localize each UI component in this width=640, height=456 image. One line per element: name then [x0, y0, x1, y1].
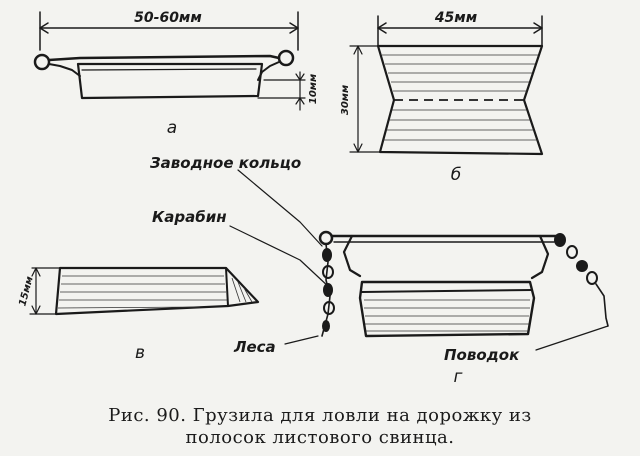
caption-line-2: полосок листового свинца.	[185, 427, 455, 448]
panel-label-a: а	[167, 118, 177, 138]
dim-width-a: 50-60мм	[134, 10, 202, 26]
label-line: Леса	[233, 338, 276, 356]
dim-height-b: 30мм	[340, 85, 351, 115]
label-leader: Поводок	[444, 346, 520, 364]
sinker-a-drawing	[33, 11, 306, 111]
label-carabiner: Карабин	[152, 208, 227, 226]
dim-width-b: 45мм	[434, 10, 477, 26]
panel-label-b: б	[451, 165, 461, 185]
panel-label-g: г	[454, 367, 463, 387]
caption-line-1: Рис. 90. Грузила для ловли на дорожку из	[108, 405, 532, 426]
dim-width-v: 15мм	[17, 275, 35, 307]
sinker-v-drawing	[29, 266, 260, 316]
panel-label-v: в	[135, 343, 145, 363]
sinker-g-drawing	[229, 169, 609, 351]
dim-height-a: 10мм	[308, 74, 319, 104]
sinker-b-drawing	[349, 15, 544, 156]
label-ring: Заводное кольцо	[150, 154, 301, 172]
